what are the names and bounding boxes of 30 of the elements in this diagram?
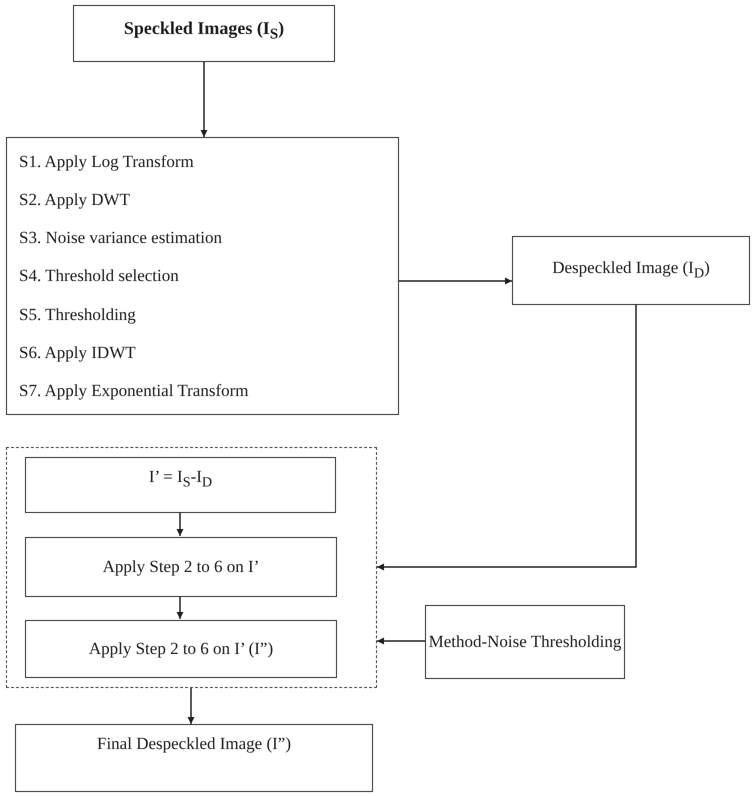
arrow	[377, 305, 637, 570]
box-text: Apply Step 2 to 6 on I’	[102, 556, 260, 578]
arrow	[188, 688, 194, 724]
box-text: Speckled Images (I$_{S}$)	[124, 16, 284, 44]
process-box	[73, 5, 335, 62]
box-text: I’ = I$_{S}$-I$_{D}$	[148, 466, 212, 492]
step-text: S7. Apply Exponential Transform	[19, 380, 249, 402]
arrow	[377, 638, 425, 644]
steps-box	[6, 137, 399, 415]
process-box	[425, 605, 625, 679]
process-box	[512, 236, 750, 305]
step-text: S3. Noise variance estimation	[19, 227, 222, 248]
step-text: S5. Thresholding	[19, 304, 136, 325]
arrow	[176, 596, 184, 619]
box-text: Method-Noise Thresholding	[428, 631, 622, 653]
step-text: S4. Threshold selection	[19, 265, 179, 287]
step-text: S2. Apply DWT	[19, 188, 130, 210]
process-box	[15, 724, 373, 792]
box-text: Despeckled Image (I$_{D}$)	[552, 257, 710, 284]
arrow	[200, 62, 208, 137]
step-text: S1. Apply Log Transform	[19, 150, 194, 172]
box-text: Final Despeckled Image (I”)	[97, 733, 291, 754]
arrow	[176, 512, 184, 536]
step-text: S6. Apply IDWT	[19, 342, 136, 364]
arrow	[399, 278, 512, 284]
dashed-group-frame	[6, 447, 377, 688]
process-box	[25, 620, 337, 678]
box-text: Apply Step 2 to 6 on I’ (I”)	[88, 638, 274, 660]
process-box	[25, 457, 336, 513]
process-box	[25, 537, 337, 597]
